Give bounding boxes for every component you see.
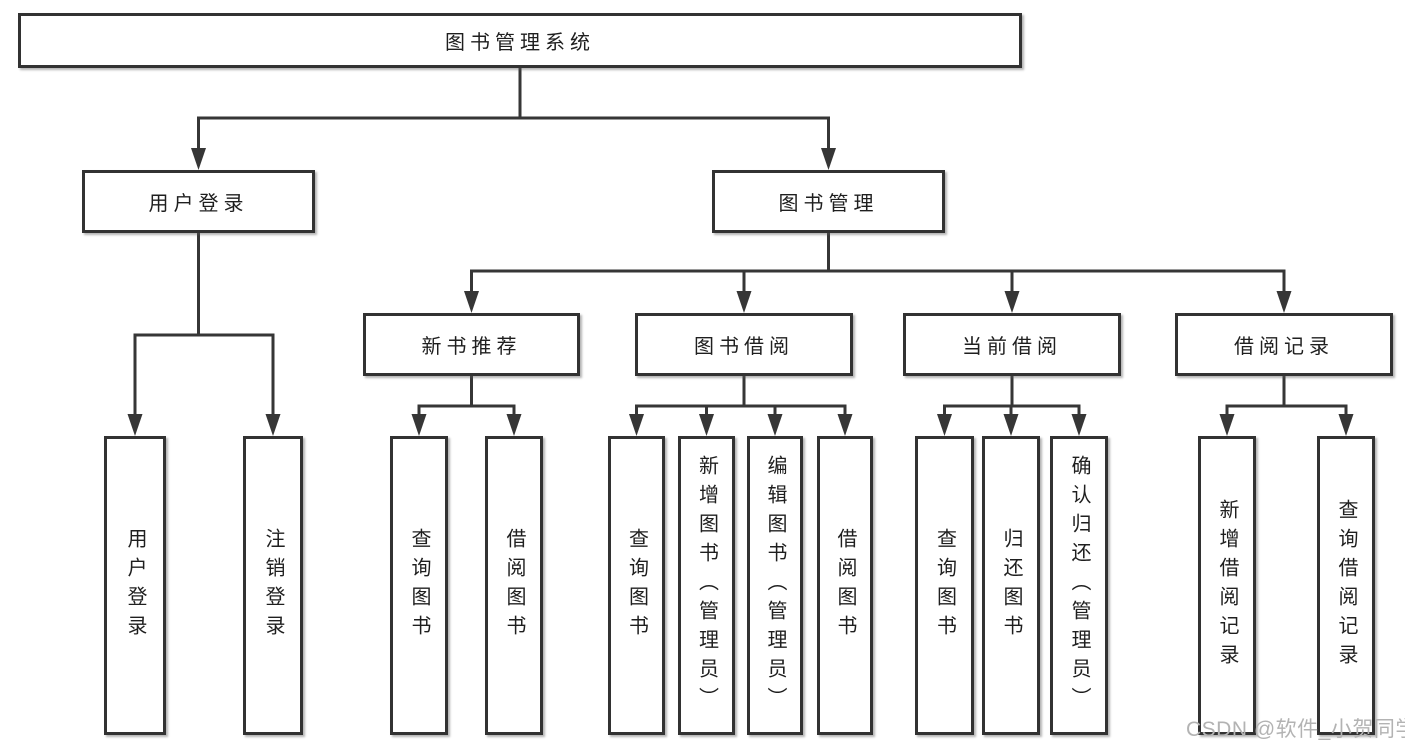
node-book-management: 图书管理 [712,170,945,233]
leaf-confirm-return-admin: 确认归还（管理员） [1050,436,1108,735]
watermark: CSDN @软件_小贺同学 [1186,718,1405,741]
leaf-query-books-borrowing-label: 查询图书 [625,527,648,644]
leaf-edit-books-admin-label: 编辑图书（管理员） [764,455,786,716]
leaf-query-books-current: 查询图书 [915,436,974,735]
leaf-borrow-books-recommend: 借阅图书 [485,436,543,735]
node-root: 图书管理系统 [18,13,1022,68]
leaf-logout: 注销登录 [243,436,303,735]
connector-borrowing-to-leaves [629,374,853,436]
node-new-book-recommend: 新书推荐 [363,313,580,376]
leaf-query-books-recommend-label: 查询图书 [408,527,430,644]
leaf-confirm-return-admin-label: 确认归还（管理员） [1068,455,1090,716]
connector-current-to-leaves [937,374,1087,436]
node-current-borrowing-label: 当前借阅 [962,336,1062,358]
node-user-login-label: 用户登录 [148,193,249,215]
leaf-logout-label: 注销登录 [262,527,284,644]
connector-root-to-level2 [191,66,836,170]
leaf-return-books: 归还图书 [982,436,1040,735]
node-book-management-label: 图书管理 [778,193,879,215]
node-user-login: 用户登录 [82,170,315,233]
leaf-add-books-admin-label: 新增图书（管理员） [695,455,718,716]
node-current-borrowing: 当前借阅 [903,313,1121,376]
connector-records-to-leaves [1219,374,1354,436]
node-borrowing-records-label: 借阅记录 [1234,336,1334,358]
node-book-borrowing-label: 图书借阅 [694,336,794,358]
node-root-label: 图书管理系统 [445,32,595,54]
leaf-edit-books-admin: 编辑图书（管理员） [747,436,803,735]
connector-newbook-to-leaves [411,374,522,436]
connector-bookmgmt-to-level3 [464,231,1292,313]
leaf-query-books-current-label: 查询图书 [933,527,956,644]
leaf-borrow-books: 借阅图书 [817,436,873,735]
node-borrowing-records: 借阅记录 [1175,313,1393,376]
leaf-query-books-borrowing: 查询图书 [608,436,665,735]
node-book-borrowing: 图书借阅 [635,313,853,376]
leaf-query-borrow-record: 查询借阅记录 [1317,436,1375,735]
leaf-query-borrow-record-label: 查询借阅记录 [1335,498,1357,673]
leaf-query-books-recommend: 查询图书 [390,436,448,735]
leaf-user-login-label: 用户登录 [124,527,146,644]
node-new-book-recommend-label: 新书推荐 [421,336,522,358]
leaf-borrow-books-label: 借阅图书 [834,527,856,644]
connector-userlogin-to-leaves [127,231,281,436]
leaf-add-books-admin: 新增图书（管理员） [678,436,735,735]
leaf-add-borrow-record: 新增借阅记录 [1198,436,1256,735]
leaf-add-borrow-record-label: 新增借阅记录 [1216,498,1238,673]
leaf-user-login: 用户登录 [104,436,166,735]
leaf-borrow-books-recommend-label: 借阅图书 [503,527,525,644]
leaf-return-books-label: 归还图书 [1000,527,1022,644]
